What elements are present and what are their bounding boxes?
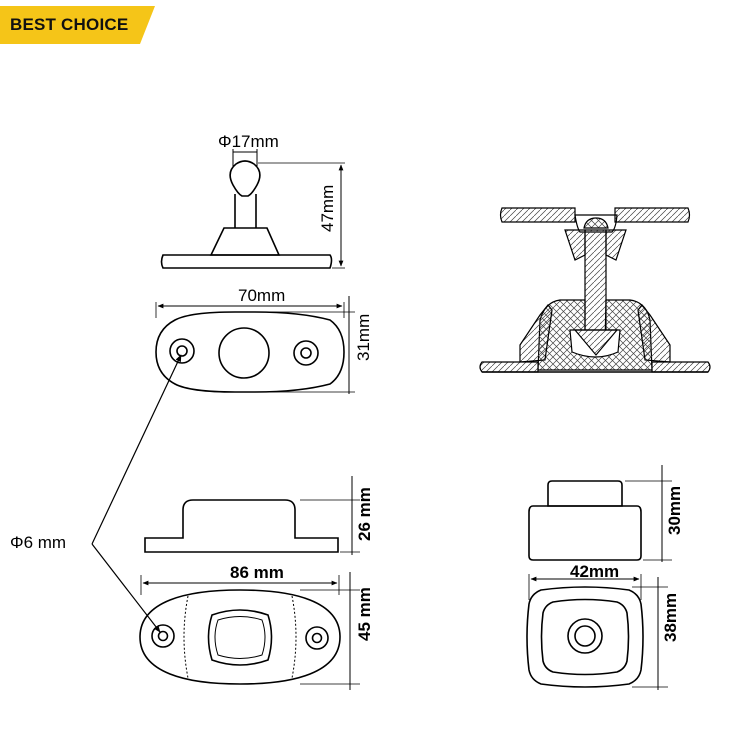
- base-square-outer: [207, 609, 273, 666]
- plate-left-hole-outer: [169, 338, 195, 364]
- plate-right-hole-inner: [300, 347, 312, 359]
- cap-width-label: 42mm: [570, 562, 619, 581]
- ball-stud-neck: [234, 194, 257, 228]
- hole-diameter-label: Φ6 mm: [10, 533, 66, 552]
- dim-plate-length: 70mm: [155, 286, 345, 318]
- dim-cap-height: 30mm: [625, 465, 684, 562]
- base-right-hole-inner: [311, 632, 323, 644]
- base-height-label: 26 mm: [355, 487, 374, 541]
- base-left-hole-outer: [151, 624, 175, 648]
- top-height-label: 47mm: [318, 185, 337, 232]
- dim-base-width: 45 mm: [300, 572, 374, 690]
- section-stem: [584, 229, 607, 346]
- section-top-plate: [499, 207, 576, 223]
- plate-length-label: 70mm: [238, 286, 285, 305]
- dim-ball-diameter: Φ17mm: [218, 132, 279, 166]
- dim-base-length: 86 mm: [140, 563, 340, 595]
- section-base-flange-left: [519, 304, 553, 363]
- base-top-view: [139, 589, 341, 685]
- ball-diameter-label: Φ17mm: [218, 132, 279, 151]
- cap-inner-ring: [574, 625, 596, 647]
- plate-width-label: 31mm: [354, 314, 373, 361]
- cap-outer-ring: [567, 618, 603, 654]
- plate-left-hole-inner: [176, 345, 188, 357]
- section-base-flange-right: [637, 304, 671, 363]
- ball-stud-cone: [209, 227, 281, 256]
- base-side-view: [144, 499, 339, 553]
- base-length-label: 86 mm: [230, 563, 284, 582]
- ball-stud-plate: [160, 254, 333, 269]
- base-square-inner: [214, 616, 266, 659]
- cap-side-view: [528, 480, 642, 561]
- ball-stud-side-view: [160, 160, 333, 269]
- cap-depth-label: 38mm: [661, 593, 680, 642]
- cap-inner-square: [540, 598, 630, 676]
- ball-stud-ball: [229, 160, 261, 197]
- cap-height-label: 30mm: [665, 486, 684, 535]
- plate-center-hole: [218, 327, 270, 379]
- plate-top-view: [155, 311, 345, 393]
- cap-body: [528, 505, 642, 561]
- base-width-label: 45 mm: [355, 587, 374, 641]
- badge-shape: [0, 6, 155, 44]
- base-inner-arc-right: [291, 595, 297, 679]
- section-upper-cone-right: [605, 229, 627, 261]
- dim-cap-width: 42mm: [528, 562, 642, 600]
- cap-top: [547, 480, 623, 507]
- base-right-hole-outer: [305, 626, 329, 650]
- cap-top-view: [526, 586, 644, 688]
- cap-outer-square: [526, 586, 644, 688]
- base-inner-arc-left: [183, 595, 189, 679]
- dim-plate-width: 31mm: [260, 296, 373, 394]
- section-upper-cone-left: [564, 229, 586, 261]
- section-base-plate: [479, 361, 539, 373]
- section-ball: [583, 217, 609, 229]
- dim-top-height: 47mm: [258, 162, 345, 269]
- best-choice-badge: BEST CHOICE: [0, 6, 155, 44]
- section-base-plate-right: [651, 361, 711, 373]
- dim-cap-depth: 38mm: [632, 577, 680, 690]
- base-outline: [139, 589, 341, 685]
- base-side-profile: [144, 499, 339, 553]
- section-inner-cone: [573, 329, 619, 356]
- hole-diameter-callout: Φ6 mm: [10, 354, 182, 633]
- plate-outline: [155, 311, 345, 393]
- section-top-plate-right: [614, 207, 691, 223]
- cross-section-view: [479, 207, 711, 373]
- badge-label: BEST CHOICE: [10, 15, 129, 34]
- base-left-hole-inner: [157, 630, 169, 642]
- plate-right-hole-outer: [293, 340, 319, 366]
- badge-background: [0, 6, 155, 44]
- dim-base-height: 26 mm: [300, 476, 374, 555]
